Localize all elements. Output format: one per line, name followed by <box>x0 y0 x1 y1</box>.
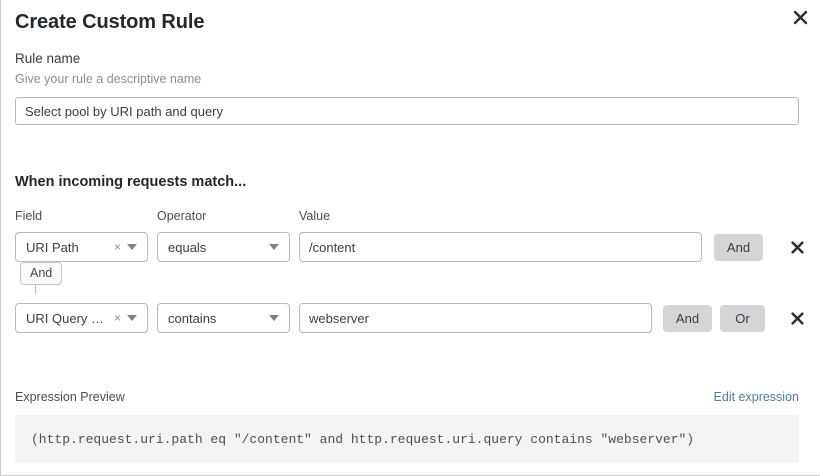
match-conditions-section: When incoming requests match... Field Op… <box>15 172 805 333</box>
rule-name-help-text: Give your rule a descriptive name <box>15 72 202 86</box>
value-input-row-2[interactable] <box>299 303 652 333</box>
column-header-operator: Operator <box>157 209 207 223</box>
field-select-value-row-2: URI Query St... <box>26 310 110 326</box>
expression-preview-text: (http.request.uri.path eq "/content" and… <box>31 431 695 447</box>
and-button-row-1[interactable]: And <box>714 234 763 261</box>
rule-name-input[interactable] <box>15 97 799 125</box>
close-icon <box>790 311 804 325</box>
page-title: Create Custom Rule <box>15 11 205 33</box>
field-select-row-2[interactable]: URI Query St... × <box>15 303 148 333</box>
and-button-row-2[interactable]: And <box>663 305 712 332</box>
operator-select-row-2[interactable]: contains <box>157 303 290 333</box>
rule-name-label: Rule name <box>15 51 81 66</box>
field-select-value-row-1: URI Path <box>26 239 79 255</box>
delete-condition-button-row-2[interactable] <box>784 305 810 331</box>
clear-icon[interactable]: × <box>113 311 121 325</box>
rule-name-section: Rule name Give your rule a descriptive n… <box>15 50 799 125</box>
expression-preview-section: Expression Preview Edit expression (http… <box>15 388 799 463</box>
condition-row: URI Query St... × contains And Or <box>15 303 805 333</box>
expression-preview-label: Expression Preview <box>15 390 125 404</box>
or-button-row-2[interactable]: Or <box>720 305 765 332</box>
operator-select-value-row-1: equals <box>168 239 207 255</box>
field-select-row-1[interactable]: URI Path × <box>15 232 148 262</box>
operator-select-value-row-2: contains <box>168 310 217 326</box>
condition-connector: And <box>15 254 805 294</box>
column-header-field: Field <box>15 209 43 223</box>
column-header-value: Value <box>299 209 331 223</box>
clear-icon[interactable]: × <box>113 240 121 254</box>
chevron-down-icon[interactable] <box>269 244 279 250</box>
chevron-down-icon[interactable] <box>269 315 279 321</box>
expression-preview-box: (http.request.uri.path eq "/content" and… <box>15 415 799 463</box>
delete-condition-button-row-1[interactable] <box>784 234 810 260</box>
close-icon <box>790 240 804 254</box>
operator-select-row-1[interactable]: equals <box>157 232 290 262</box>
value-input-row-1[interactable] <box>299 232 702 262</box>
close-glyph-icon <box>793 10 807 24</box>
condition-row: URI Path × equals And <box>15 232 805 262</box>
connector-and-badge[interactable]: And <box>20 262 63 285</box>
expression-preview-header: Expression Preview Edit expression <box>15 388 799 406</box>
dialog-header: Create Custom Rule <box>15 8 820 42</box>
chevron-down-icon[interactable] <box>127 244 137 250</box>
close-icon[interactable] <box>789 6 811 28</box>
edit-expression-link[interactable]: Edit expression <box>713 390 799 404</box>
chevron-down-icon[interactable] <box>127 315 137 321</box>
match-section-heading: When incoming requests match... <box>15 174 247 190</box>
condition-column-headers: Field Operator Value <box>15 207 805 225</box>
